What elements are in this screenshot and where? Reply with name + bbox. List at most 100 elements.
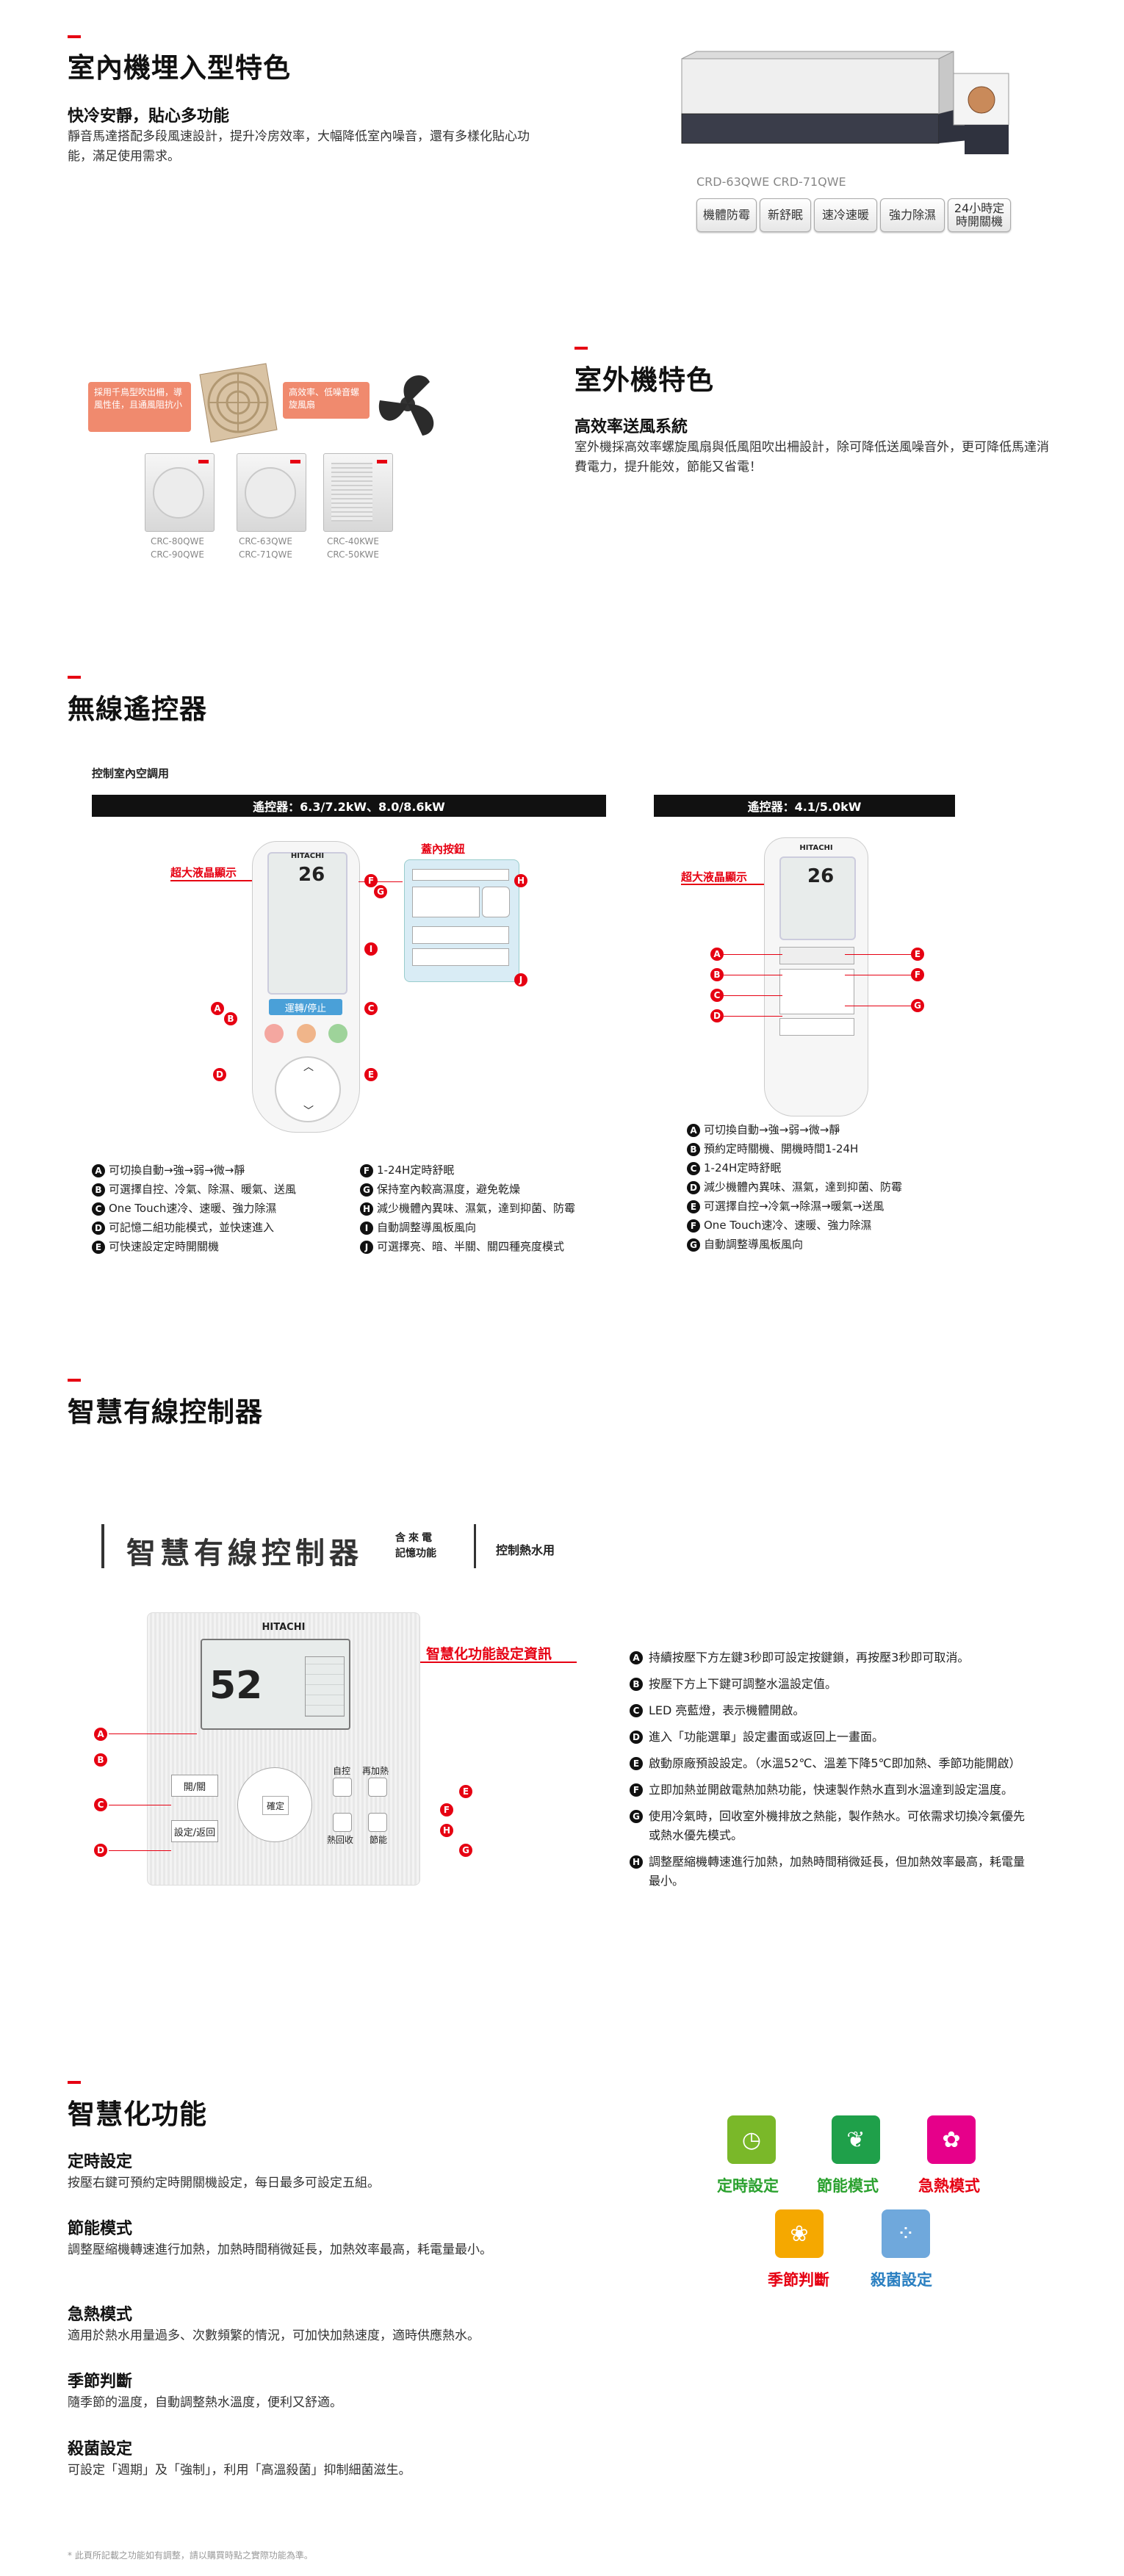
legend-letter: B [92,1183,105,1197]
outdoor-unit-1 [145,453,215,532]
legend-letter: E [687,1199,700,1213]
leader-line [724,995,782,996]
banner-bar [474,1524,476,1568]
down-arrow-icon[interactable]: ﹀ [303,1105,314,1117]
run-stop-button[interactable]: 運轉/停止 [269,999,342,1015]
remote-bar-small: 遙控器：4.1/5.0kW [654,795,955,817]
marker-a: A [211,1002,224,1015]
feature-badge: 新舒眠 [760,198,811,232]
indoor-unit-image [674,44,1027,169]
auto-button[interactable] [333,1778,352,1797]
indoor-subtitle: 快冷安靜，貼心多功能 [68,107,230,126]
bottom-row[interactable] [779,1018,854,1036]
mode-row[interactable] [779,947,854,964]
dpad[interactable]: ︿ ﹀ [275,1056,341,1122]
smart-section-body: 隨季節的溫度，自動調整熱水溫度，便利又舒適。 [68,2395,342,2410]
wired-controller: HITACHI 52 開/關 設定/返回 確定 自控 再加熱 熱回收 節能 [147,1612,420,1886]
feature-label: 定時設定 [717,2177,779,2195]
heat-recovery-button[interactable] [333,1813,352,1832]
large-remote-lcd: HITACHI 26 [267,852,347,995]
grille-image [192,360,281,448]
leaf-icon-glyph: ❦ [846,2126,865,2153]
legend-text: One Touch速冷、速暖、強力除濕 [704,1219,872,1232]
legend-text: 可選擇自控、冷氣、除濕、暖氣、送風 [109,1183,297,1196]
legend-letter: D [630,1731,643,1744]
leaf-icon: ❦ [832,2115,880,2164]
ok-button[interactable]: 確定 [262,1796,289,1815]
unit-caption: CRC-40KWE [327,536,379,546]
info-label: 智慧化功能設定資訊 [426,1646,552,1662]
legend-text: 減少機體內異味、濕氣，達到抑菌、防霉 [704,1180,903,1194]
smart-section-body: 適用於熱水用量過多、次數頻繁的情況，可加快加熱速度，適時供應熱水。 [68,2328,480,2343]
banner-bar [101,1524,104,1568]
legend-letter: A [687,1123,700,1137]
smart-section-heading: 節能模式 [68,2220,133,2238]
leader-line [109,1850,171,1851]
leader-line [170,880,272,881]
legend-text: 啟動原廠預設設定。（水溫52℃、溫差下降5℃即加熱、季節功能開啟） [649,1756,1021,1770]
feature-badge: 速冷速暖 [814,198,877,232]
mode-button[interactable] [328,1024,347,1043]
fan-speed-button[interactable] [264,1024,284,1043]
timer-icon: ◷ [727,2115,776,2164]
leader-line [681,884,784,885]
lcd-temp: 26 [298,864,325,886]
legend-text: 保持室內較高濕度，避免乾燥 [377,1183,521,1196]
lcd-temp: 52 [209,1664,263,1708]
marker-d: D [710,1009,724,1022]
zoom-updown[interactable] [482,887,510,917]
section-marker [68,676,81,679]
legend-text: LED 亮藍燈，表示機體開啟。 [649,1703,805,1717]
legend-letter: F [630,1783,643,1797]
indoor-title: 室內機埋入型特色 [68,52,291,84]
legend-text: 可快速設定定時開關機 [109,1240,220,1253]
marker-e: E [364,1068,378,1081]
marker-a: A [94,1728,107,1741]
feature-badge: 強力除濕 [880,198,945,232]
lcd-label-small: 超大液晶顯示 [681,870,748,884]
eco-button[interactable] [368,1813,387,1832]
power-button[interactable]: 開/關 [171,1775,218,1797]
legend-text: 可選擇自控→冷氣→除濕→暖氣→送風 [704,1199,885,1213]
reheat-button[interactable] [368,1778,387,1797]
section-marker [68,35,81,38]
banner-sub1: 含來電 [395,1532,435,1544]
legend-item: E 可選擇自控→冷氣→除濕→暖氣→送風 [687,1197,902,1216]
up-arrow-icon[interactable]: ︿ [303,1061,314,1073]
marker-b: B [710,968,724,981]
unit-caption: CRC-50KWE [327,549,379,560]
unit-caption: CRC-63QWE [239,536,292,546]
zoom-row [412,926,509,944]
setting-button[interactable]: 設定/返回 [171,1820,218,1842]
small-remote: HITACHI 26 [764,837,868,1116]
grille-callout: 採用千鳥型吹出柵，導風性佳，且通風阻抗小 [88,382,191,432]
legend-letter: F [687,1219,700,1233]
wired-dpad[interactable]: 確定 [237,1767,312,1842]
legend-text: 進入「功能選單」設定畫面或返回上一畫面。 [649,1730,885,1744]
marker-b: B [224,1012,237,1025]
buttons-label: 蓋內按鈕 [421,843,466,856]
section-marker [574,347,588,350]
small-remote-lcd: 26 [779,856,856,940]
control-grid[interactable] [779,969,854,1014]
legend-text: 1-24H定時舒眠 [704,1161,782,1175]
feature-label: 季節判斷 [768,2271,829,2289]
smart-title: 智慧化功能 [68,2099,207,2130]
legend-letter: E [92,1240,105,1254]
function-button[interactable] [297,1024,316,1043]
legend-item: B 可選擇自控、冷氣、除濕、暖氣、送風 [92,1180,296,1199]
